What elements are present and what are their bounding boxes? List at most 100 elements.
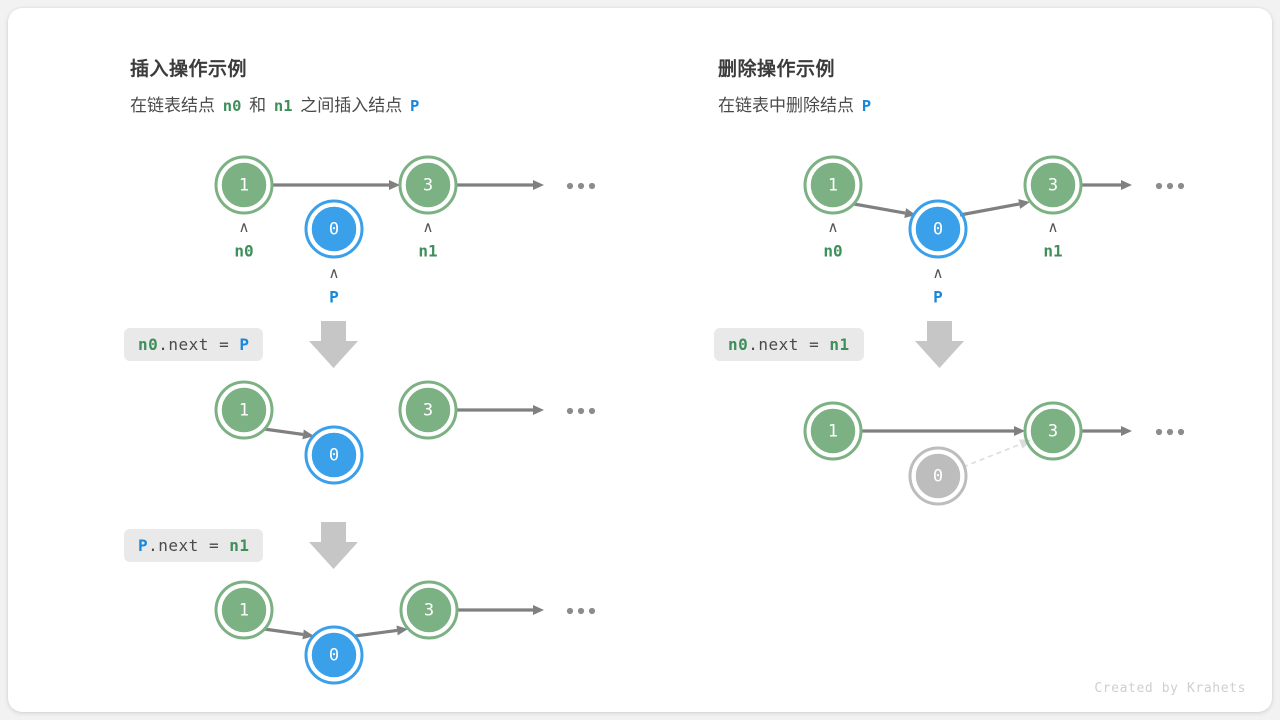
- node-3-after-delete-1[interactable]: 3: [1023, 401, 1083, 461]
- code-part-2: P: [239, 335, 250, 354]
- node-body: [309, 204, 359, 254]
- credit-text: Created by Krahets: [1094, 681, 1246, 696]
- node-body: [1028, 160, 1078, 210]
- insert-code-step-1: n0.next = P: [124, 328, 264, 361]
- pointer-label-n1: n1: [418, 242, 437, 261]
- node-outer-ring: [304, 425, 364, 485]
- subtitle-part-0: 在链表结点: [130, 96, 215, 115]
- node-0-after-delete-2[interactable]: 0: [908, 446, 968, 506]
- arrow-before-delete-2: [1081, 180, 1132, 190]
- code-part-2: n1: [229, 536, 250, 555]
- ellipsis-dot: [588, 407, 596, 415]
- node-1-after-delete-0[interactable]: 1: [803, 401, 863, 461]
- node-outer-ring: [908, 199, 968, 259]
- down-arrow-2: [309, 522, 358, 569]
- node-body: [808, 160, 858, 210]
- arrow-after-step-1-0-head: [302, 429, 314, 440]
- node-outer-ring: [304, 625, 364, 685]
- node-value: 1: [239, 601, 249, 621]
- code-part-1: .next =: [158, 335, 240, 354]
- delete-code-step-1: n0.next = n1: [714, 328, 864, 361]
- ellipsis-before-delete: [1155, 182, 1185, 190]
- node-value: 0: [933, 467, 943, 487]
- arrow-after-step-1-0: [263, 427, 314, 440]
- code-part-1: .next =: [748, 335, 830, 354]
- arrow-after-step-2-0-shaft: [263, 627, 304, 637]
- node-3-before-insert-1[interactable]: 3: [398, 155, 458, 215]
- node-outer-ring: [214, 580, 274, 640]
- ellipsis-after-step-2: [566, 607, 596, 615]
- node-0-after-step-1-2[interactable]: 0: [304, 425, 364, 485]
- node-value: 3: [1048, 176, 1058, 196]
- diagram-row-after-step-1: 1 3 0: [214, 380, 596, 485]
- down-arrow-1: [309, 321, 358, 368]
- arrow-after-step-2-1-head: [396, 625, 408, 636]
- arrow-before-delete-0-shaft: [853, 202, 906, 215]
- node-body: [309, 430, 359, 480]
- node-body: [913, 204, 963, 254]
- ellipsis-dot: [1177, 182, 1185, 190]
- insert-title: 插入操作示例: [130, 59, 248, 80]
- arrow-before-delete-1: [959, 199, 1030, 217]
- node-1-before-insert-0[interactable]: 1: [214, 155, 274, 215]
- arrow-before-insert-1: [456, 180, 544, 190]
- node-outer-ring: [214, 380, 274, 440]
- node-value: 0: [329, 446, 339, 466]
- delete-down-arrows: [915, 321, 964, 368]
- node-value: 1: [828, 176, 838, 196]
- node-outer-ring: [399, 580, 459, 640]
- insert-code-step-2: P.next = n1: [124, 529, 264, 562]
- arrow-after-step-2-0: [263, 627, 314, 640]
- node-outer-ring: [908, 446, 968, 506]
- ellipsis-dot: [577, 407, 585, 415]
- code-part-2: n1: [829, 335, 850, 354]
- panel-delete: 删除操作示例 在链表中删除结点 P n0.next = n1: [640, 8, 1272, 712]
- node-3-after-step-1-1[interactable]: 3: [398, 380, 458, 440]
- ellipsis-dot: [566, 182, 574, 190]
- node-0-before-delete-2[interactable]: 0: [908, 199, 968, 259]
- node-0-before-insert-2[interactable]: 0: [304, 199, 364, 259]
- node-outer-ring: [398, 380, 458, 440]
- node-1-after-step-2-0[interactable]: 1: [214, 580, 274, 640]
- subtitle-part-0: 在链表中删除结点: [718, 96, 854, 115]
- node-3-after-step-2-1[interactable]: 3: [399, 580, 459, 640]
- node-value: 3: [1048, 422, 1058, 442]
- pointer-caret-n0: ∧: [828, 218, 839, 236]
- node-value: 1: [239, 401, 249, 421]
- node-body: [309, 630, 359, 680]
- subtitle-part-4: 之间插入结点: [300, 96, 403, 115]
- delete-subtitle: 在链表中删除结点 P: [718, 91, 874, 116]
- arrow-after-delete-0-head: [1014, 426, 1025, 436]
- subtitle-part-2: 和: [249, 96, 267, 115]
- node-body: [403, 385, 453, 435]
- node-body: [1028, 406, 1078, 456]
- ellipsis-dot: [577, 182, 585, 190]
- node-1-before-delete-0[interactable]: 1: [803, 155, 863, 215]
- node-1-after-step-1-0[interactable]: 1: [214, 380, 274, 440]
- node-body: [808, 406, 858, 456]
- subtitle-part-5: P: [410, 97, 420, 115]
- arrow-before-delete-2-head: [1121, 180, 1132, 190]
- arrow-before-insert-1-head: [533, 180, 544, 190]
- node-outer-ring: [803, 155, 863, 215]
- node-body: [219, 385, 269, 435]
- subtitle-part-1: P: [861, 97, 872, 115]
- arrow-after-step-1-1-head: [533, 405, 544, 415]
- node-3-before-delete-1[interactable]: 3: [1023, 155, 1083, 215]
- ellipsis-dot: [577, 607, 585, 615]
- pointer-caret-n0: ∧: [239, 218, 250, 236]
- arrow-after-step-2-1: [354, 625, 408, 638]
- pointer-label-n0: n0: [823, 242, 842, 261]
- arrow-after-step-2-1-shaft: [354, 628, 398, 638]
- arrow-after-step-2-2: [457, 605, 544, 615]
- node-0-after-step-2-2[interactable]: 0: [304, 625, 364, 685]
- node-value: 0: [933, 220, 943, 240]
- arrow-after-delete-1-head: [1121, 426, 1132, 436]
- subtitle-part-1: n0: [222, 97, 242, 115]
- arrow-before-insert-0-head: [389, 180, 400, 190]
- delete-title: 删除操作示例: [718, 59, 836, 80]
- ellipsis-before-insert: [566, 182, 596, 190]
- dashed-arrow-after-delete-0: [962, 439, 1031, 468]
- node-value: 1: [828, 422, 838, 442]
